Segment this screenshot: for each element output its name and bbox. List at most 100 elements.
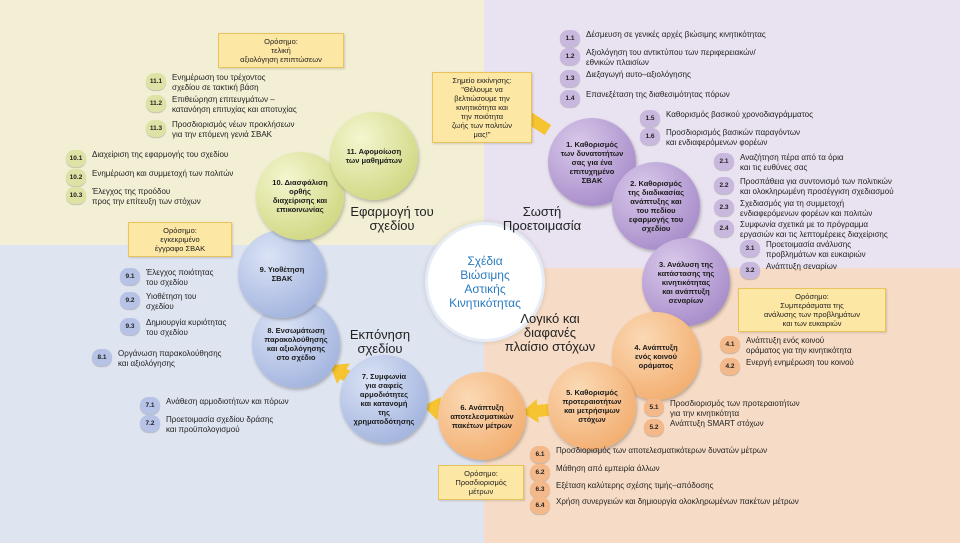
- activity-number-badge: 6.4: [530, 497, 550, 514]
- activity-number-badge: 3.2: [740, 262, 760, 279]
- activity-2-2: 2.2 Προσπάθεια για συντονισμό των πολιτικ…: [714, 177, 894, 196]
- step-label-line: διαχείρισης και: [272, 196, 328, 205]
- activity-text-line: Εξέταση καλύτερης σχέσης τιμής–απόδοσης: [556, 481, 714, 490]
- milestone-note-line: Σημείο εκκίνησης:: [452, 76, 512, 85]
- activity-text-line: και τις ευθύνες σας: [740, 162, 808, 172]
- step-label-line: 7. Συμφωνία: [361, 372, 407, 381]
- center-title: Σχέδια Βιώσιμης Αστικής Κινητικότητας: [425, 222, 545, 342]
- activity-text-line: εργασιών και τις λεπτομέρειες διαχείριση…: [740, 229, 888, 239]
- step-label-line: ΣΒΑΚ: [271, 274, 293, 283]
- activity-number-badge: 2.2: [714, 177, 734, 194]
- step-label-line: ανάπτυξης και: [630, 197, 682, 206]
- milestone-note-line: ζωής των πολιτών: [451, 121, 513, 130]
- activity-text-line: Ενεργή ενημέρωση του κοινού: [746, 358, 854, 367]
- activity-number-badge: 1.5: [640, 110, 660, 127]
- milestone-note-line: και των ευκαιριών: [782, 319, 842, 328]
- phase-label-line: σχεδίου: [369, 218, 415, 233]
- step-label-line: κατάστασης της: [657, 268, 715, 278]
- phase-label-line: πλαίσιο στόχων: [504, 339, 596, 354]
- activity-text-line: ενδιαφερόμενων φορέων και πολιτών: [740, 208, 873, 218]
- activity-text-line: Προετοιμασία ανάλυσης: [766, 240, 852, 249]
- activity-number-badge: 11.1: [146, 73, 166, 90]
- activity-text-line: Δημιουργία κυριότητας: [146, 318, 227, 327]
- activity-text-line: σχεδίου: [146, 301, 174, 311]
- activity-number-badge: 11.3: [146, 120, 166, 137]
- activity-text-line: σχεδίου σε τακτική βάση: [172, 82, 259, 92]
- activity-text-line: του σχεδίου: [146, 277, 188, 287]
- activity-text-line: για την κινητικότητα: [670, 408, 740, 418]
- center-title-line: Σχέδια: [467, 254, 503, 268]
- milestone-note-line: Ορόσημο:: [163, 226, 197, 235]
- step-label-line: εφαρμογής του: [628, 215, 684, 224]
- step-label-line: στο σχέδιο: [276, 353, 316, 362]
- step-label-line: επικοινωνίας: [276, 205, 324, 214]
- milestone-note-line: εγκεκριμένο: [160, 235, 200, 244]
- activity-number-badge: 2.3: [714, 199, 734, 216]
- activity-number-badge: 6.3: [530, 481, 550, 498]
- activity-number-badge: 1.6: [640, 128, 660, 145]
- step-label-line: 6. Ανάπτυξη: [460, 402, 504, 412]
- step-label-line: κινητικότητας: [661, 277, 711, 287]
- activity-text-line: Υιοθέτηση του: [146, 292, 197, 301]
- step-label-line: αρμοδιότητες: [359, 390, 409, 399]
- activity-text-line: Έλεγχος ποιότητας: [146, 268, 214, 277]
- step-label-line: 10. Διασφάλιση: [272, 178, 328, 187]
- step-label-line: της: [378, 408, 390, 417]
- milestone-note-line: έγγραφο ΣΒΑΚ: [154, 244, 206, 253]
- step-label-line: 3. Ανάλυση της: [658, 259, 713, 269]
- activity-text-line: Επιθεώρηση επιτευγμάτων –: [172, 95, 275, 104]
- activity-number-badge: 10.1: [66, 150, 86, 167]
- step-label-line: του πεδίου: [636, 206, 676, 215]
- step-label-line: των δυνατοτήτων: [560, 148, 624, 158]
- activity-text-line: Αξιολόγηση του αντικτύπου των περιφερεια…: [586, 48, 756, 57]
- activity-number-badge: 9.1: [120, 268, 140, 285]
- activity-text-line: και προϋπολογισμού: [166, 424, 240, 434]
- activity-text-line: οράματος για την κινητικότητα: [746, 345, 852, 355]
- activity-text-line: Ανάπτυξη SMART στόχων: [670, 419, 764, 428]
- activity-text-line: Προσδιορισμός νέων προκλήσεων: [172, 120, 295, 129]
- activity-text-line: κατανόηση επιτυχίας και αποτυχίας: [172, 104, 297, 114]
- activity-number-badge: 2.1: [714, 153, 734, 170]
- milestone-note-line: τελική: [271, 46, 291, 55]
- activity-number-badge: 4.1: [720, 336, 740, 353]
- step-label-line: 1. Καθορισμός: [566, 139, 618, 149]
- activity-number-badge: 3.1: [740, 240, 760, 257]
- activity-number-badge: 6.2: [530, 464, 550, 481]
- phase-label-preparation: Σωστή Προετοιμασία: [497, 205, 587, 233]
- milestone-note-line: Ορόσημο:: [795, 292, 829, 301]
- step-label-line: σχεδίου: [641, 224, 671, 233]
- step-label-line: 2. Καθορισμός: [630, 179, 682, 188]
- activity-text-line: και ενδιαφερόμενων φορέων: [666, 137, 768, 147]
- activity-number-badge: 9.3: [120, 318, 140, 335]
- activity-text-line: και αξιολόγησης: [118, 358, 175, 368]
- step-label-line: 4. Ανάπτυξη: [634, 342, 678, 352]
- step-label-line: για σαφείς: [365, 381, 403, 390]
- activity-text-line: Προσπάθεια για συντονισμό των πολιτικών: [740, 177, 892, 186]
- phase-label-line: Προετοιμασία: [502, 218, 582, 233]
- phase-label-line: Σωστή: [522, 204, 562, 219]
- cycle-arrowhead: [521, 398, 539, 423]
- phase-label-implementation: Εφαρμογή του σχεδίου: [342, 205, 442, 233]
- milestone-note-line: Ορόσημο:: [264, 37, 298, 46]
